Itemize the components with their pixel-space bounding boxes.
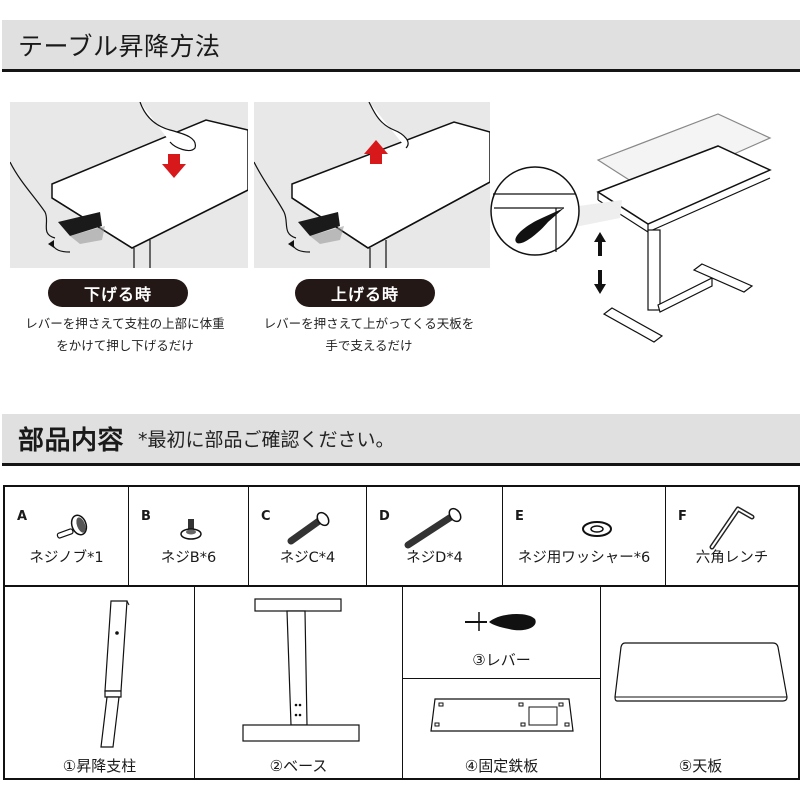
part-letter: A [17, 509, 28, 524]
lift-column-icon [100, 600, 130, 748]
caption-lowering: レバーを押さえて支柱の上部に体重 をかけて押し下げるだけ [0, 313, 250, 357]
part-letter: B [141, 509, 151, 524]
component-label: ①昇降支柱 [62, 757, 137, 775]
hardware-cell-e: E ネジ用ワッシャー*6 [503, 487, 666, 585]
lowering-illustration [9, 101, 249, 268]
caption-lowering-line2: をかけて押し下げるだけ [56, 338, 194, 353]
components-grid: ①昇降支柱 ②ベース ③レバー ④固定鉄板 [3, 587, 800, 780]
hardware-cell-c: C ネジC*4 [249, 487, 367, 585]
part-letter: D [379, 509, 390, 524]
component-label: ③レバー [472, 651, 531, 669]
part-label: ネジノブ*1 [29, 550, 104, 566]
part-label: ネジC*4 [279, 550, 336, 566]
screw-b-icon [180, 519, 202, 540]
caption-raising: レバーを押さえて上がってくる天板を 手で支えるだけ [244, 313, 494, 357]
caption-raising-line1: レバーを押さえて上がってくる天板を [263, 316, 475, 331]
table-overview-illustration [490, 100, 800, 350]
thumb-screw-icon [56, 514, 88, 539]
fixing-plate-icon [430, 698, 574, 732]
caption-lowering-line1: レバーを押さえて支柱の上部に体重 [25, 316, 225, 331]
raising-illustration [253, 101, 491, 268]
section-header-lift-method: テーブル昇降方法 [2, 20, 800, 72]
part-letter: E [515, 509, 524, 524]
hex-wrench-icon [709, 506, 755, 550]
section-title: 部品内容 [18, 426, 125, 456]
component-cell-4: ④固定鉄板 [403, 679, 601, 780]
bolt-d-icon [404, 507, 462, 549]
hardware-cell-d: D ネジD*4 [367, 487, 503, 585]
component-cell-5: ⑤天板 [601, 587, 800, 780]
part-letter: F [678, 509, 687, 524]
caption-raising-line2: 手で支えるだけ [325, 338, 413, 353]
hardware-grid: A ネジノブ*1 B ネジB*6 C ネジC*4 D ネジD*4 E [3, 485, 800, 587]
part-letter: C [261, 509, 271, 524]
part-label: 六角レンチ [695, 550, 769, 566]
badge-raising-label: 上げる時 [330, 285, 399, 304]
section-header-parts: 部品内容 *最初に部品ご確認ください。 [2, 414, 800, 466]
tabletop-icon [614, 642, 788, 702]
component-label: ②ベース [269, 757, 328, 775]
section-note: *最初に部品ご確認ください。 [138, 429, 395, 451]
component-cell-2: ②ベース [195, 587, 403, 780]
washer-icon [582, 521, 612, 537]
part-label: ネジD*4 [406, 550, 463, 566]
component-cell-3: ③レバー [403, 587, 601, 679]
component-cell-1: ①昇降支柱 [5, 587, 195, 780]
component-label: ⑤天板 [678, 757, 723, 775]
component-label: ④固定鉄板 [464, 757, 539, 775]
base-icon [242, 598, 360, 742]
badge-lowering-label: 下げる時 [83, 285, 152, 304]
part-label: ネジB*6 [160, 550, 217, 566]
badge-lowering: 下げる時 [48, 279, 188, 307]
section-title: テーブル昇降方法 [18, 31, 221, 61]
hardware-cell-b: B ネジB*6 [129, 487, 249, 585]
badge-raising: 上げる時 [295, 279, 435, 307]
hardware-cell-a: A ネジノブ*1 [5, 487, 129, 585]
bolt-c-icon [287, 511, 330, 545]
part-label: ネジ用ワッシャー*6 [517, 550, 651, 566]
lever-icon [465, 612, 536, 631]
hardware-cell-f: F 六角レンチ [666, 487, 798, 585]
